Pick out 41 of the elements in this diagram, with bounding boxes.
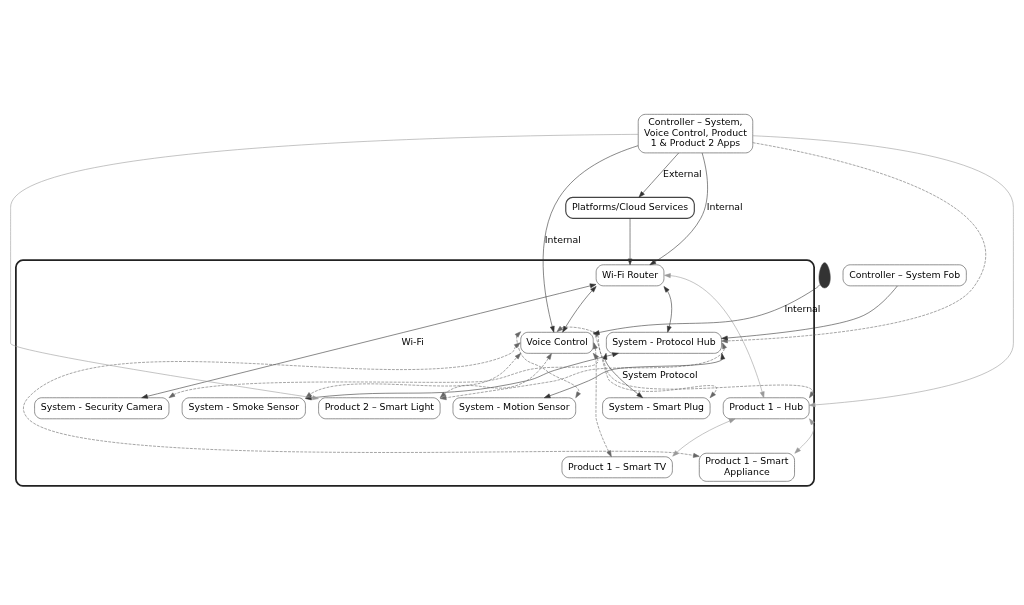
node-box: Wi-Fi Router (595, 264, 665, 287)
arrow (649, 152, 708, 266)
arrow (672, 418, 736, 457)
node-box: Product 1 – Smart TV (561, 456, 673, 479)
edge-label: System Protocol (622, 368, 698, 380)
arrow (542, 145, 639, 333)
node-box: System - Protocol Hub (606, 332, 722, 354)
arrow (439, 342, 727, 401)
node-box: System - Smoke Sensor (181, 397, 306, 420)
arrow (562, 286, 597, 333)
node-box: Voice Control (520, 332, 594, 354)
edge-label: Wi-Fi (401, 336, 424, 348)
edge-label: External (662, 168, 702, 180)
arrow (593, 284, 821, 335)
arrow (752, 135, 1014, 408)
node-box: System - Smart Plug (602, 397, 711, 420)
node-box: Platforms/Cloud Services (565, 196, 695, 219)
arrow (602, 353, 643, 398)
arrow (627, 218, 633, 266)
arrow (664, 273, 765, 399)
node-box: Controller – System Fob (842, 264, 967, 287)
arrow (439, 353, 552, 399)
node-box: Product 1 – Hub (722, 397, 810, 420)
node-box: Product 1 – Smart Appliance (699, 452, 795, 482)
arrow (543, 353, 726, 399)
node-box: Product 2 – Smart Light (318, 397, 441, 420)
arrow (593, 342, 612, 457)
arrow (721, 142, 986, 344)
node-box: Controller – System, Voice Control, Product 1 & Product 2 Apps (637, 114, 754, 154)
node-person (818, 262, 831, 289)
arrow (721, 285, 898, 341)
node-box: System - Motion Sensor (452, 397, 576, 420)
arrow (23, 342, 700, 458)
arrow (794, 418, 815, 454)
arrow (638, 152, 679, 198)
arrow (663, 286, 672, 333)
edge-label: Internal (544, 233, 581, 245)
arrow (514, 331, 581, 399)
arrow (556, 326, 717, 399)
node-box: System - Security Camera (34, 397, 170, 420)
edge-label: Internal (706, 201, 743, 213)
